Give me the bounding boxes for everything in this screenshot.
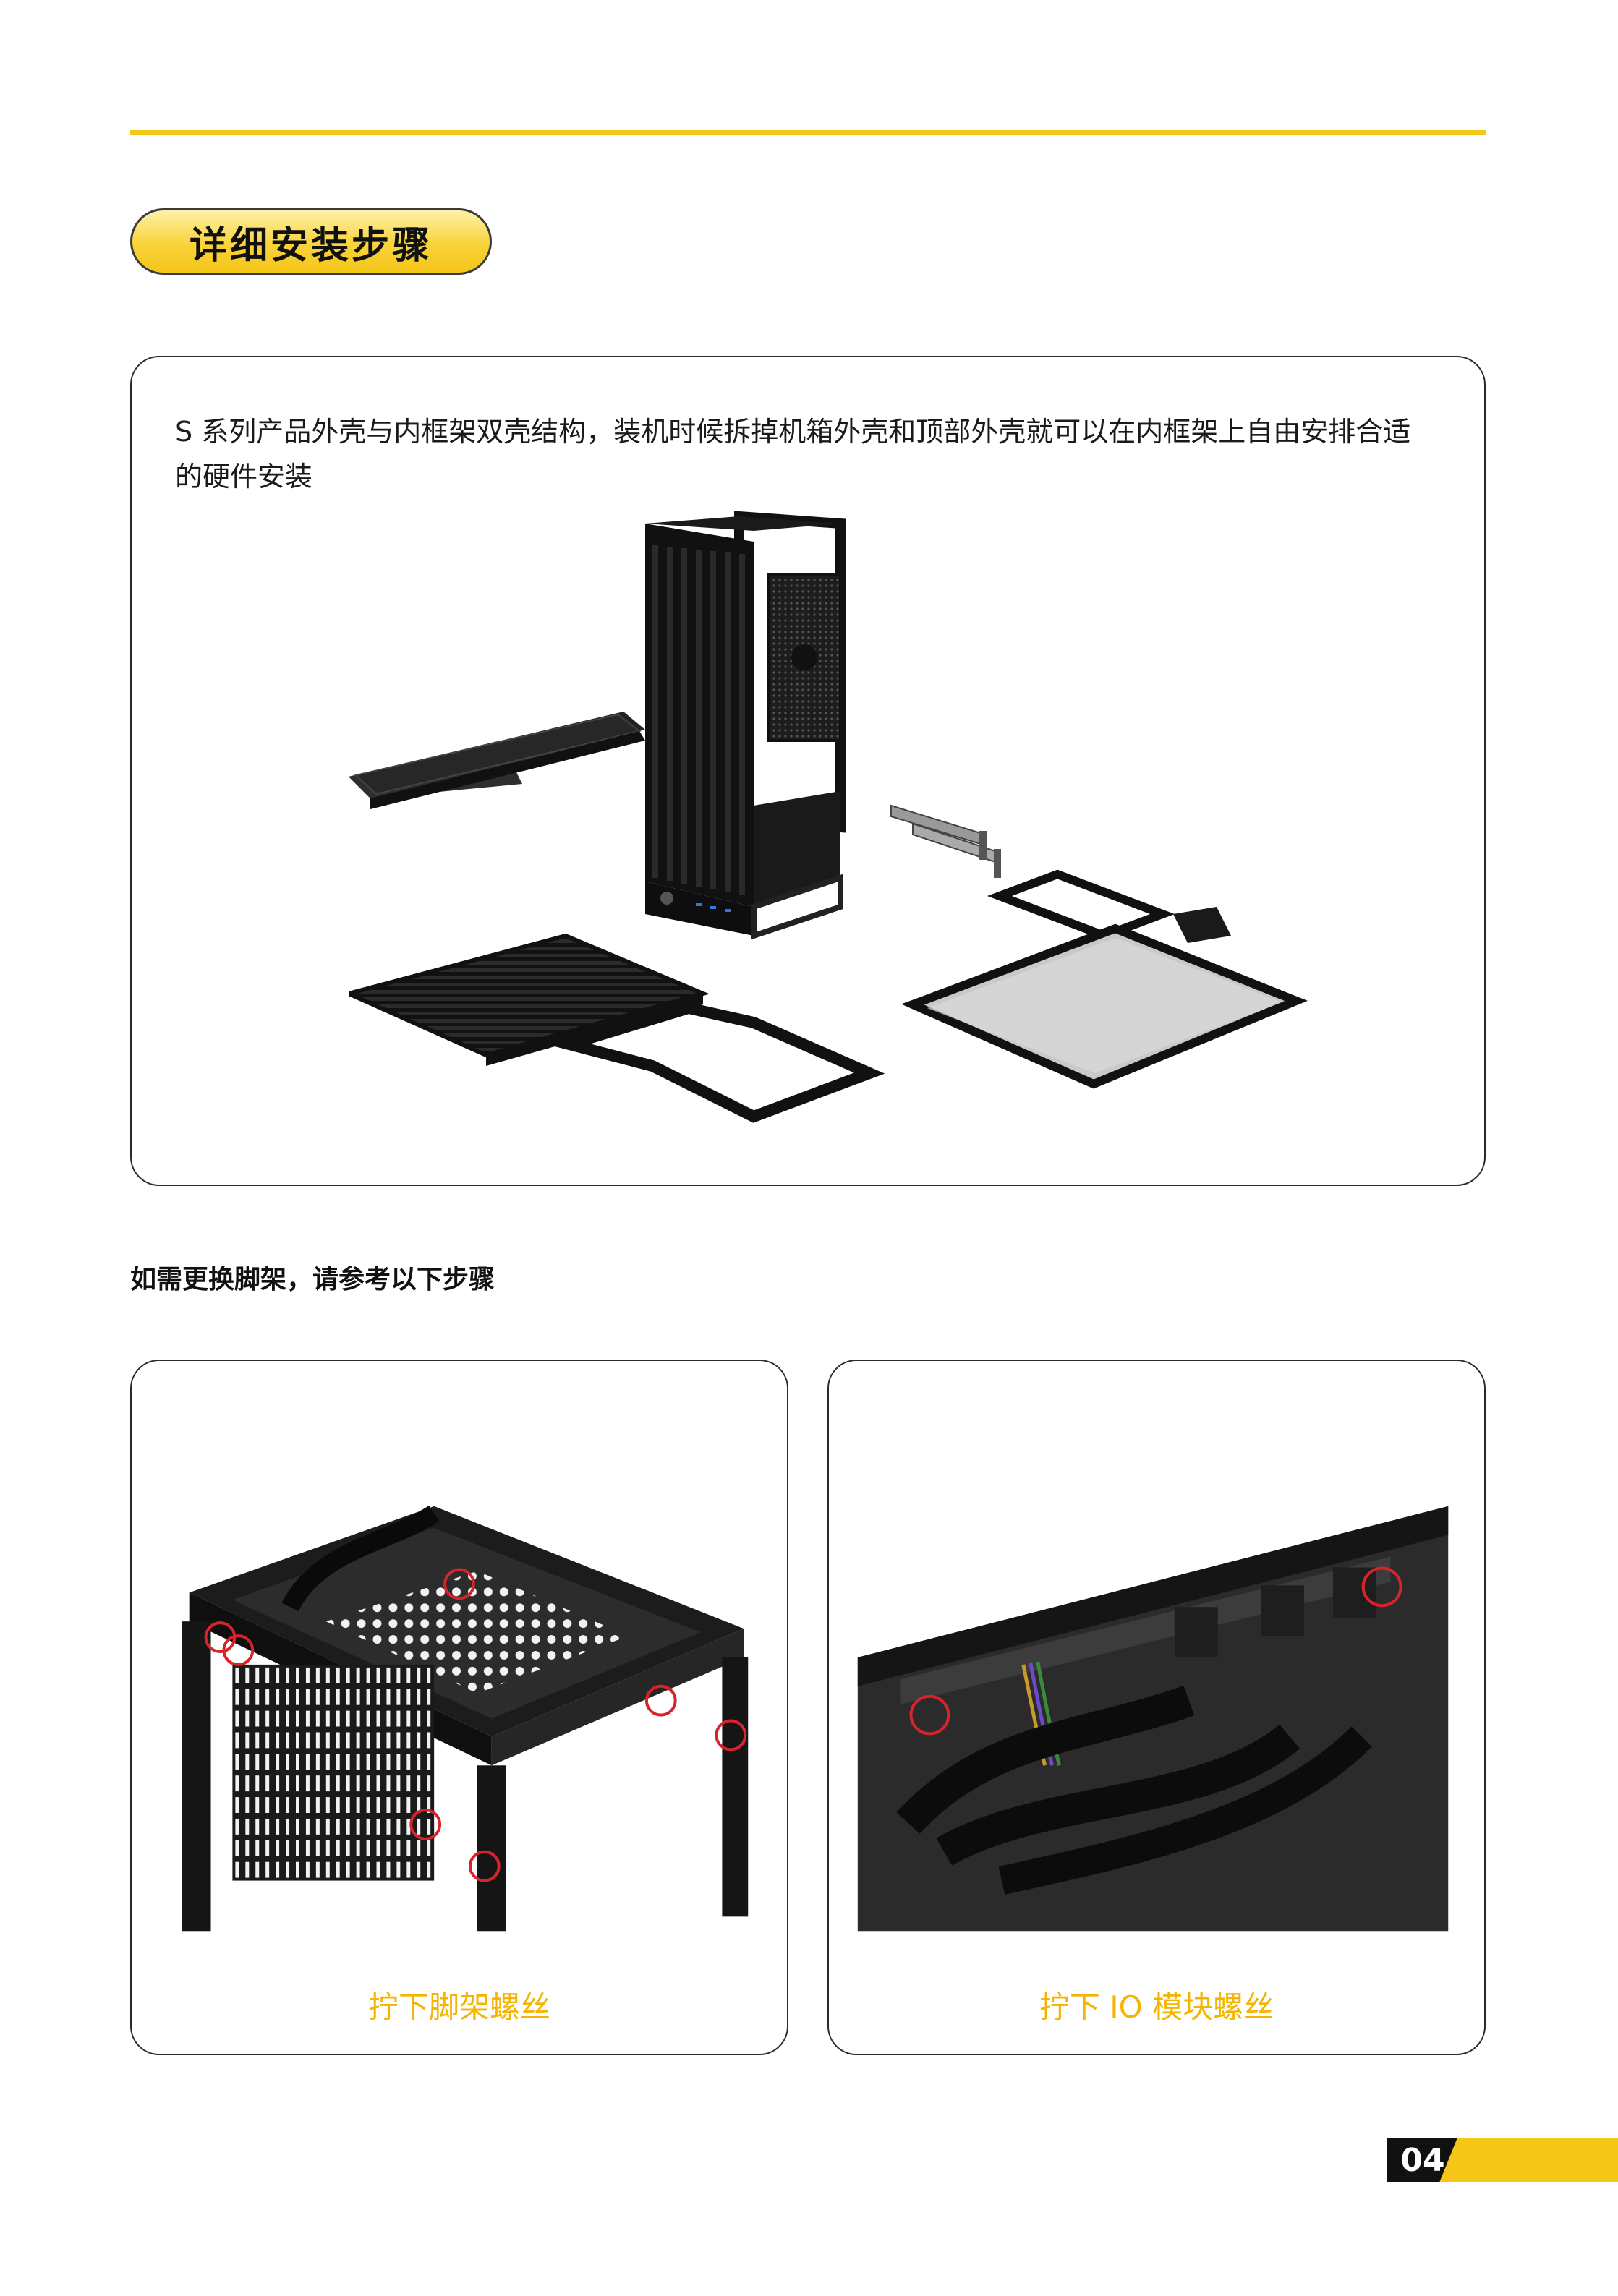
io-block-part xyxy=(1173,907,1231,943)
io-screws-photo xyxy=(829,1362,1484,1932)
exploded-view-card: S 系列产品外壳与内框架双壳结构，装机时候拆掉机箱外壳和顶部外壳就可以在内框架上… xyxy=(130,356,1486,1186)
pcie-bracket-part xyxy=(890,804,1001,878)
replace-feet-heading: 如需更换脚架，请参考以下步骤 xyxy=(130,1265,495,1294)
section-title: 详细安装步骤 xyxy=(189,223,433,268)
inner-frame-part xyxy=(645,511,846,940)
mounting-bracket-part xyxy=(548,1002,885,1123)
top-vent-panel-part xyxy=(349,933,710,1066)
section-title-pill: 详细安装步骤 xyxy=(130,208,492,275)
gpu-frame-part xyxy=(987,869,1175,941)
step-caption-feet-screws: 拧下脚架螺丝 xyxy=(367,1989,550,2025)
screw-marker-group xyxy=(204,1568,747,1882)
step-card-io-screws: 拧下 IO 模块螺丝 xyxy=(827,1360,1486,2055)
screw-marker-group xyxy=(909,1566,1402,1736)
exploded-case-illustration xyxy=(349,511,1308,1123)
step-caption-io-screws: 拧下 IO 模块螺丝 xyxy=(1039,1989,1274,2025)
step-card-feet-screws: 拧下脚架螺丝 xyxy=(130,1360,788,2055)
intro-text: S 系列产品外壳与内框架双壳结构，装机时候拆掉机箱外壳和顶部外壳就可以在内框架上… xyxy=(175,416,1411,492)
side-panel-part xyxy=(349,712,645,809)
page-number-accent-bar xyxy=(1458,2138,1618,2182)
glass-panel-part xyxy=(901,923,1308,1089)
feet-screws-photo xyxy=(132,1362,787,1932)
top-rule xyxy=(130,130,1486,135)
